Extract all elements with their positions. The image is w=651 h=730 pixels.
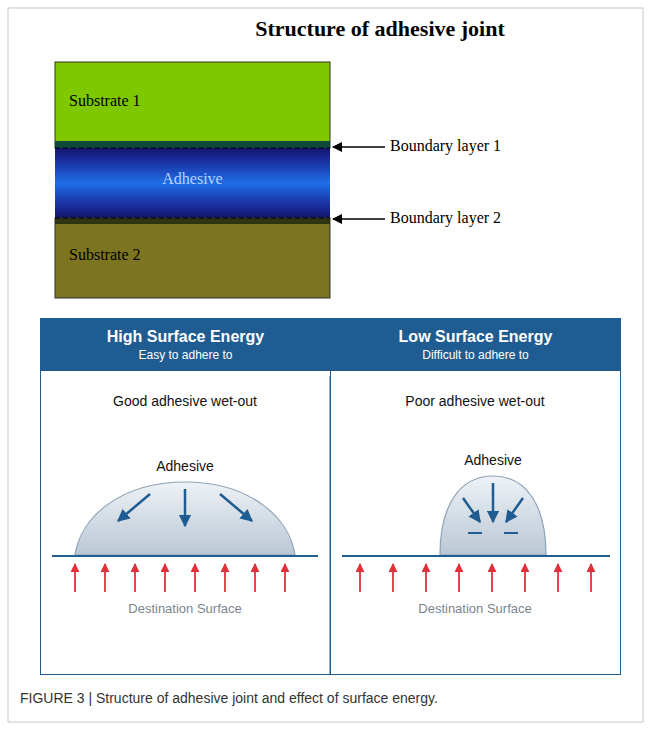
layer-name: Adhesive [55,170,330,188]
dash-mark [504,532,518,534]
drop-label: Adhesive [433,452,553,468]
leader-arrow [333,218,385,220]
figure-caption: FIGURE 3 | Structure of adhesive joint a… [20,690,630,706]
dashed-boundary [55,148,330,149]
surface-label: Destination Surface [70,601,300,616]
layer-band: Substrate 1 [55,62,330,141]
energy-arrow [392,564,394,592]
boundary-band [55,218,330,224]
panel-subheading: Difficult to adhere to [335,347,616,363]
energy-arrow [359,564,361,592]
energy-arrow [134,564,136,592]
substrate-band [55,218,330,298]
force-arrow [220,494,252,521]
figure-title: Structure of adhesive joint [200,16,560,42]
energy-arrow [458,564,460,592]
surface-energy-arrows [75,564,591,592]
energy-arrow [491,564,493,592]
boundary-label: Boundary layer 1 [390,137,590,155]
layer-name: Substrate 2 [69,246,330,264]
wet-out-label: Poor adhesive wet-out [340,393,610,409]
energy-panel: High Surface EnergyEasy to adhere to [40,318,331,675]
panel-header: High Surface EnergyEasy to adhere to [41,319,330,371]
surface-line [342,555,610,557]
energy-arrow [524,564,526,592]
energy-arrow [194,564,196,592]
energy-arrow [224,564,226,592]
panel-header: Low Surface EnergyDifficult to adhere to [331,319,620,371]
energy-arrow [590,564,592,592]
leader-arrow [333,146,385,148]
layer-band: Substrate 2 [55,224,330,298]
panel-subheading: Easy to adhere to [45,347,326,363]
substrate-band [55,62,330,148]
energy-arrow [74,564,76,592]
surface-label: Destination Surface [360,601,590,616]
boundary-band [55,141,330,148]
surface-line [52,555,318,557]
energy-arrow [254,564,256,592]
boundary-label: Boundary layer 2 [390,209,590,227]
layer-band: Adhesive [55,148,330,218]
energy-arrow [164,564,166,592]
adhesive-band [55,148,330,218]
wet-out-label: Good adhesive wet-out [50,393,320,409]
dash-mark [468,532,482,534]
dashed-boundary [55,218,330,219]
layer-name: Substrate 1 [69,92,330,110]
force-arrow [184,489,187,526]
adhesive-drop [440,476,546,555]
figure-frame [8,8,643,722]
energy-arrow [104,564,106,592]
force-arrow [506,498,523,522]
panel-heading: Low Surface Energy [335,327,616,347]
energy-arrow [284,564,286,592]
force-arrow [463,498,480,522]
force-arrow [492,483,495,522]
energy-arrow [425,564,427,592]
panel-heading: High Surface Energy [45,327,326,347]
energy-arrow [557,564,559,592]
adhesive-drop [75,482,295,555]
energy-panel: Low Surface EnergyDifficult to adhere to [330,318,621,675]
force-arrow [118,494,150,521]
drop-label: Adhesive [125,458,245,474]
